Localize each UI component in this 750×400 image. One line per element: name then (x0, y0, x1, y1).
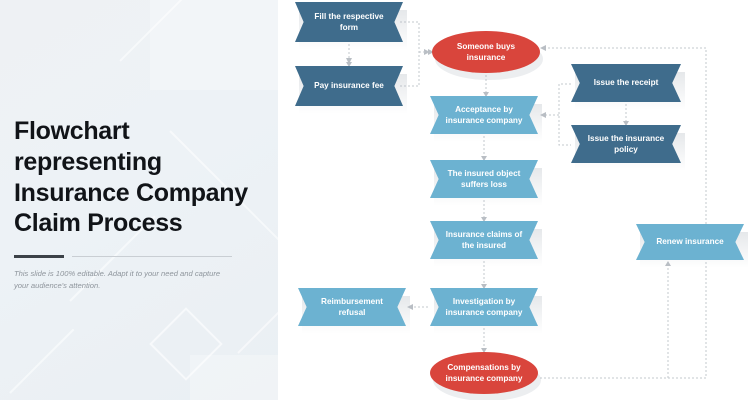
decorative-block-bottom (190, 355, 278, 400)
page-title: Flowchart representing Insurance Company… (14, 117, 248, 238)
node-shape-ribbon: Issue the receipt (571, 64, 681, 102)
arrow-to-reimbursement (407, 304, 413, 310)
node-issue-insurance-policy[interactable]: Issue the insurance policy (571, 125, 685, 171)
arrow-to-pay-fee (346, 62, 352, 67)
arrow-to-compensations (481, 348, 487, 353)
divider (14, 255, 244, 258)
node-shape-ellipse: Compensations by insurance company (430, 352, 538, 394)
connector-layer (346, 21, 707, 379)
divider-light-segment (72, 256, 232, 257)
edge-arrowheads (346, 45, 671, 353)
node-label: Compensations by insurance company (445, 362, 523, 383)
arrow-to-issue-policy (623, 121, 629, 126)
title-panel: Flowchart representing Insurance Company… (0, 0, 278, 400)
edge-compensations-to-rail (540, 48, 707, 379)
edge-bracket-right-top (558, 83, 571, 146)
node-label: Renew insurance (656, 237, 724, 247)
node-reimbursement-refusal[interactable]: Reimbursement refusal (298, 288, 410, 334)
title-block: Flowchart representing Insurance Company… (14, 116, 272, 292)
decorative-block-top (150, 0, 278, 90)
node-renew-insurance[interactable]: Renew insurance (636, 224, 748, 268)
node-insurance-claims-of-the-insured[interactable]: Insurance claims of the insured (430, 221, 542, 267)
decorative-diagonal-1 (119, 0, 227, 62)
node-issue-receipt[interactable]: Issue the receipt (571, 64, 685, 110)
node-label: Insurance claims of the insured (445, 229, 523, 250)
arrow-to-investigation (481, 284, 487, 289)
node-shape-ribbon: Issue the insurance policy (571, 125, 681, 163)
arrow-to-someone-buys-left (428, 49, 434, 55)
arrow-to-loss (481, 156, 487, 161)
node-shape-ribbon: The insured object suffers loss (430, 160, 538, 198)
arrow-to-acceptance-top (483, 92, 489, 97)
decorative-diagonal-4 (237, 285, 278, 354)
node-label: Investigation by insurance company (445, 296, 523, 317)
flowchart-area: Fill the respective form Pay insurance f… (278, 0, 750, 400)
node-insured-object-suffers-loss[interactable]: The insured object suffers loss (430, 160, 542, 206)
node-label: Someone buys insurance (456, 41, 516, 62)
node-label: Fill the respective form (314, 11, 384, 32)
arrow-to-someone-buys-right (540, 45, 546, 51)
arrow-to-renew (665, 261, 671, 266)
node-shape-ribbon: Fill the respective form (295, 2, 403, 42)
node-shape-ribbon: Pay insurance fee (295, 66, 403, 106)
divider-dark-segment (14, 255, 64, 258)
node-label: Reimbursement refusal (321, 296, 383, 317)
node-shape-ribbon: Acceptance by insurance company (430, 96, 538, 134)
node-label: Issue the insurance policy (587, 133, 665, 154)
slide-subtitle: This slide is 100% editable. Adapt it to… (14, 269, 221, 290)
node-investigation-by-insurance-company[interactable]: Investigation by insurance company (430, 288, 542, 334)
node-label: Acceptance by insurance company (445, 104, 523, 125)
node-pay-fee[interactable]: Pay insurance fee (295, 66, 407, 114)
node-shape-ribbon: Insurance claims of the insured (430, 221, 538, 259)
node-shape-ribbon: Reimbursement refusal (298, 288, 406, 326)
node-shape-ribbon: Renew insurance (636, 224, 744, 260)
node-acceptance-by-insurance-company[interactable]: Acceptance by insurance company (430, 96, 542, 142)
arrow-to-claims (481, 217, 487, 222)
node-shape-ribbon: Investigation by insurance company (430, 288, 538, 326)
node-fill-form[interactable]: Fill the respective form (295, 2, 407, 50)
node-label: Issue the receipt (593, 78, 659, 88)
node-compensations-by-insurance-company[interactable]: Compensations by insurance company (430, 352, 541, 400)
node-someone-buys-insurance[interactable]: Someone buys insurance (432, 31, 543, 80)
arrow-to-acceptance-right (540, 112, 546, 118)
node-label: Pay insurance fee (314, 81, 384, 91)
edge-bracket-left-top (400, 21, 420, 87)
decorative-diamond (149, 307, 223, 381)
node-shape-ellipse: Someone buys insurance (432, 31, 540, 73)
node-label: The insured object suffers loss (447, 168, 521, 189)
decorative-diagonal-5 (9, 328, 75, 394)
